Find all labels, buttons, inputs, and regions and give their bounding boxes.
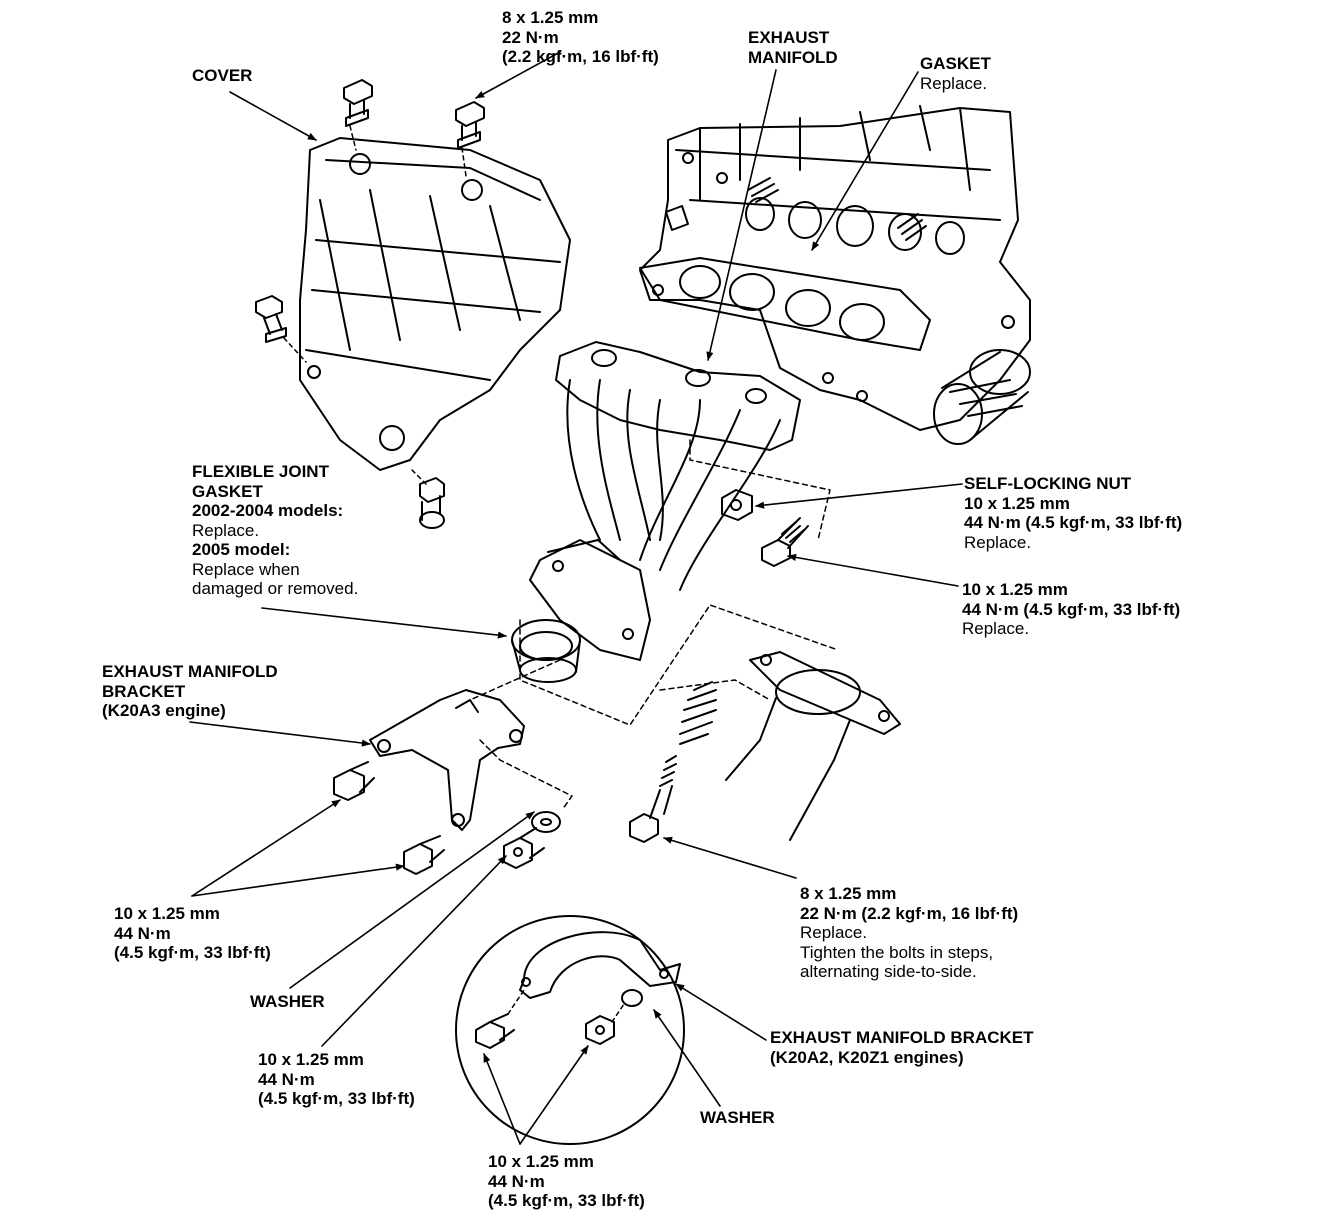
bracket-k20a3-line2: BRACKET bbox=[102, 681, 186, 701]
cover-bolt-2 bbox=[455, 101, 485, 149]
bracket-k20a3-label: EXHAUST MANIFOLD BRACKET (K20A3 engine) bbox=[102, 662, 278, 721]
exhaust-manifold-line2: MANIFOLD bbox=[748, 47, 838, 67]
oil-filter bbox=[933, 349, 1031, 445]
sln-title: SELF-LOCKING NUT bbox=[964, 474, 1132, 493]
head-studs bbox=[747, 177, 927, 241]
fjg-note-2002: Replace. bbox=[192, 520, 260, 540]
spring-bolt-instruction-1: Tighten the bolts in steps, bbox=[800, 942, 994, 962]
gasket-note: Replace. bbox=[920, 73, 988, 93]
exhaust-manifold-label: EXHAUST MANIFOLD bbox=[748, 28, 838, 67]
cover-bolt-1 bbox=[343, 79, 373, 127]
inset-bolts-torque-alt: (4.5 kgf·m, 33 lbf·ft) bbox=[488, 1191, 645, 1210]
flange-bolt-note: Replace. bbox=[962, 619, 1030, 638]
bbl-torque: 44 N·m bbox=[114, 923, 171, 943]
fjg-note-2005-line1: Replace when bbox=[192, 559, 300, 579]
washer-left-title: WASHER bbox=[250, 992, 325, 1011]
bbc-torque: 44 N·m bbox=[258, 1069, 315, 1089]
bracket-bolt-2 bbox=[403, 835, 445, 875]
fjg-model-2005: 2005 model: bbox=[192, 540, 291, 559]
inset-bolts-torque: 44 N·m bbox=[488, 1171, 545, 1191]
sln-torque: 44 N·m (4.5 kgf·m, 33 lbf·ft) bbox=[964, 513, 1183, 532]
spring-bolt bbox=[629, 681, 717, 843]
bbc-torque-alt: (4.5 kgf·m, 33 lbf·ft) bbox=[258, 1089, 415, 1108]
bracket-bolt-center-label: 10 x 1.25 mm 44 N·m (4.5 kgf·m, 33 lbf·f… bbox=[258, 1050, 415, 1109]
cover-label: COVER bbox=[192, 66, 252, 86]
heat-cover bbox=[299, 137, 571, 471]
exhaust-manifold-part bbox=[529, 341, 801, 661]
bracket-k20a2-line1: EXHAUST MANIFOLD BRACKET bbox=[770, 1028, 1034, 1047]
washer-inset-title: WASHER bbox=[700, 1108, 775, 1127]
cover-bolt-spec: 8 x 1.25 mm 22 N·m (2.2 kgf·m, 16 lbf·ft… bbox=[502, 8, 659, 67]
bracket-k20a3-line1: EXHAUST MANIFOLD bbox=[102, 662, 278, 681]
bracket-k20a3 bbox=[369, 689, 525, 831]
flexible-joint-gasket bbox=[511, 619, 581, 683]
bbc-size: 10 x 1.25 mm bbox=[258, 1050, 364, 1069]
bracket-bolt-center bbox=[503, 827, 545, 869]
bracket-bolts-left-label: 10 x 1.25 mm 44 N·m (4.5 kgf·m, 33 lbf·f… bbox=[114, 904, 271, 963]
flange-bolt-torque: 44 N·m (4.5 kgf·m, 33 lbf·ft) bbox=[962, 599, 1181, 619]
leader-lines bbox=[189, 51, 963, 1145]
detail-inset bbox=[455, 915, 685, 1145]
spring-bolt-instruction-2: alternating side-to-side. bbox=[800, 962, 977, 981]
bracket-k20a3-line3: (K20A3 engine) bbox=[102, 701, 226, 720]
bracket-k20a2-line2: (K20A2, K20Z1 engines) bbox=[770, 1047, 964, 1067]
spring-bolt-note: Replace. bbox=[800, 923, 868, 942]
cover-bolt-size: 8 x 1.25 mm bbox=[502, 8, 599, 27]
flange-bolt-label: 10 x 1.25 mm 44 N·m (4.5 kgf·m, 33 lbf·f… bbox=[962, 580, 1180, 639]
exhaust-manifold-line1: EXHAUST bbox=[748, 28, 830, 47]
inset-bolts-label: 10 x 1.25 mm 44 N·m (4.5 kgf·m, 33 lbf·f… bbox=[488, 1152, 645, 1211]
self-locking-nut-label: SELF-LOCKING NUT 10 x 1.25 mm 44 N·m (4.… bbox=[964, 474, 1182, 552]
fjg-models-2002: 2002-2004 models: bbox=[192, 501, 344, 520]
converter-flange bbox=[725, 651, 901, 841]
bracket-k20a2-label: EXHAUST MANIFOLD BRACKET (K20A2, K20Z1 e… bbox=[770, 1028, 1034, 1067]
cover-title: COVER bbox=[192, 66, 253, 85]
alignment-lines bbox=[469, 439, 839, 811]
cover-bolt-4 bbox=[419, 477, 445, 529]
inset-bolts-size: 10 x 1.25 mm bbox=[488, 1152, 594, 1171]
flexible-joint-gasket-label: FLEXIBLE JOINT GASKET 2002-2004 models: … bbox=[192, 462, 358, 599]
engine-block bbox=[639, 105, 1031, 431]
spring-bolt-size: 8 x 1.25 mm bbox=[800, 884, 897, 903]
cover-bolt-torque: 22 N·m bbox=[502, 27, 559, 47]
gasket-label: GASKET Replace. bbox=[920, 54, 991, 93]
washer-center bbox=[531, 811, 561, 833]
fjg-line1: FLEXIBLE JOINT bbox=[192, 462, 329, 481]
spring-bolt-label: 8 x 1.25 mm 22 N·m (2.2 kgf·m, 16 lbf·ft… bbox=[800, 884, 1018, 982]
bbl-torque-alt: (4.5 kgf·m, 33 lbf·ft) bbox=[114, 943, 271, 962]
sln-note: Replace. bbox=[964, 532, 1032, 552]
self-locking-nut bbox=[721, 489, 753, 521]
spring-bolt-torque: 22 N·m (2.2 kgf·m, 16 lbf·ft) bbox=[800, 903, 1019, 923]
bracket-bolt-1 bbox=[333, 761, 375, 801]
gasket-title: GASKET bbox=[920, 54, 991, 73]
flange-bolt-size: 10 x 1.25 mm bbox=[962, 580, 1068, 599]
fjg-line2: GASKET bbox=[192, 481, 263, 501]
washer-inset-label: WASHER bbox=[700, 1108, 775, 1128]
sln-size: 10 x 1.25 mm bbox=[964, 493, 1070, 513]
manifold-gasket bbox=[639, 257, 931, 351]
fjg-note-2005-line2: damaged or removed. bbox=[192, 579, 359, 598]
bbl-size: 10 x 1.25 mm bbox=[114, 904, 220, 923]
cover-bolt-torque-alt: (2.2 kgf·m, 16 lbf·ft) bbox=[502, 47, 659, 66]
washer-left-label: WASHER bbox=[250, 992, 325, 1012]
cover-bolt-3 bbox=[255, 295, 287, 343]
